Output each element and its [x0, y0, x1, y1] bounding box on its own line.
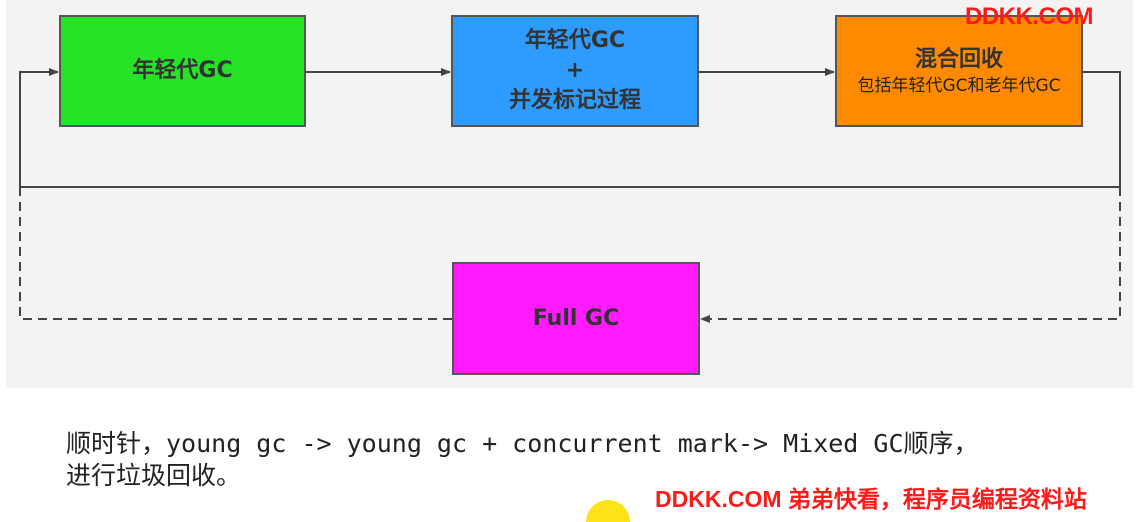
- node-mixed-gc-subtitle: 包括年轻代GC和老年代GC: [857, 76, 1061, 96]
- diagram-connectors: [19, 68, 1121, 323]
- node-full-gc-label: Full GC: [532, 305, 620, 331]
- watermark-bottom: DDKK.COM 弟弟快看，程序员编程资料站: [655, 486, 1087, 512]
- node-mixed-gc: 混合回收 包括年轻代GC和老年代GC: [835, 15, 1083, 127]
- caption-line-2: 进行垃圾回收。: [66, 461, 242, 490]
- watermark-top: DDKK.COM: [965, 3, 1094, 30]
- edge-mixed-to-full: [700, 187, 1121, 323]
- caption-line-1: 顺时针，young gc -> young gc + concurrent ma…: [66, 429, 979, 458]
- node-young-gc-concurrent-mark: 年轻代GC + 并发标记过程: [451, 15, 699, 127]
- edge-mixed-to-young: [19, 68, 1121, 188]
- node-young-gc: 年轻代GC: [59, 15, 306, 127]
- node-concurrent-line-1: 年轻代GC: [524, 28, 626, 53]
- node-full-gc: Full GC: [452, 262, 700, 375]
- node-concurrent-line-3: 并发标记过程: [508, 88, 641, 113]
- node-young-gc-label: 年轻代GC: [132, 58, 233, 83]
- caption-text: 顺时针，young gc -> young gc + concurrent ma…: [66, 428, 1126, 492]
- node-mixed-gc-label: 混合回收: [914, 47, 1003, 72]
- edge-full-to-young: [19, 187, 452, 320]
- node-concurrent-line-2: +: [565, 58, 585, 83]
